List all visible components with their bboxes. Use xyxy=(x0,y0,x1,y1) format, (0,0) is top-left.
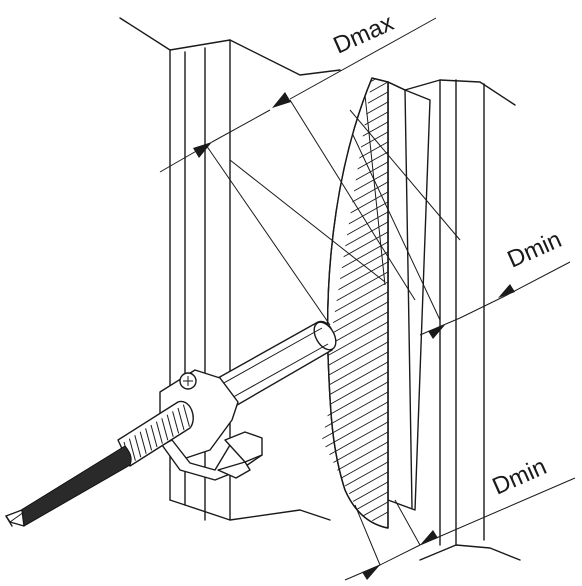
dmin-upper-arrow-left xyxy=(428,325,445,339)
dmin-upper-label: Dmin xyxy=(503,226,565,273)
field-boundary-lines xyxy=(205,94,461,326)
proximity-sensor xyxy=(217,320,337,409)
dmin-lower-arrow-left xyxy=(362,565,380,580)
dmin-lower-arrow-right xyxy=(420,530,438,545)
dmax-label: Dmax xyxy=(329,9,397,59)
mounting-bracket xyxy=(159,369,263,481)
dmin-upper-dimension: Dmin xyxy=(419,226,571,339)
wall-panel-right xyxy=(404,79,521,561)
sensing-field xyxy=(322,77,389,529)
dmax-arrow-right xyxy=(272,92,291,108)
target-plate xyxy=(387,81,431,511)
sensor-cable xyxy=(5,445,132,527)
dmin-upper-arrow-right xyxy=(498,284,515,298)
dmax-arrow-left xyxy=(193,142,212,158)
dmin-lower-label: Dmin xyxy=(488,453,550,500)
